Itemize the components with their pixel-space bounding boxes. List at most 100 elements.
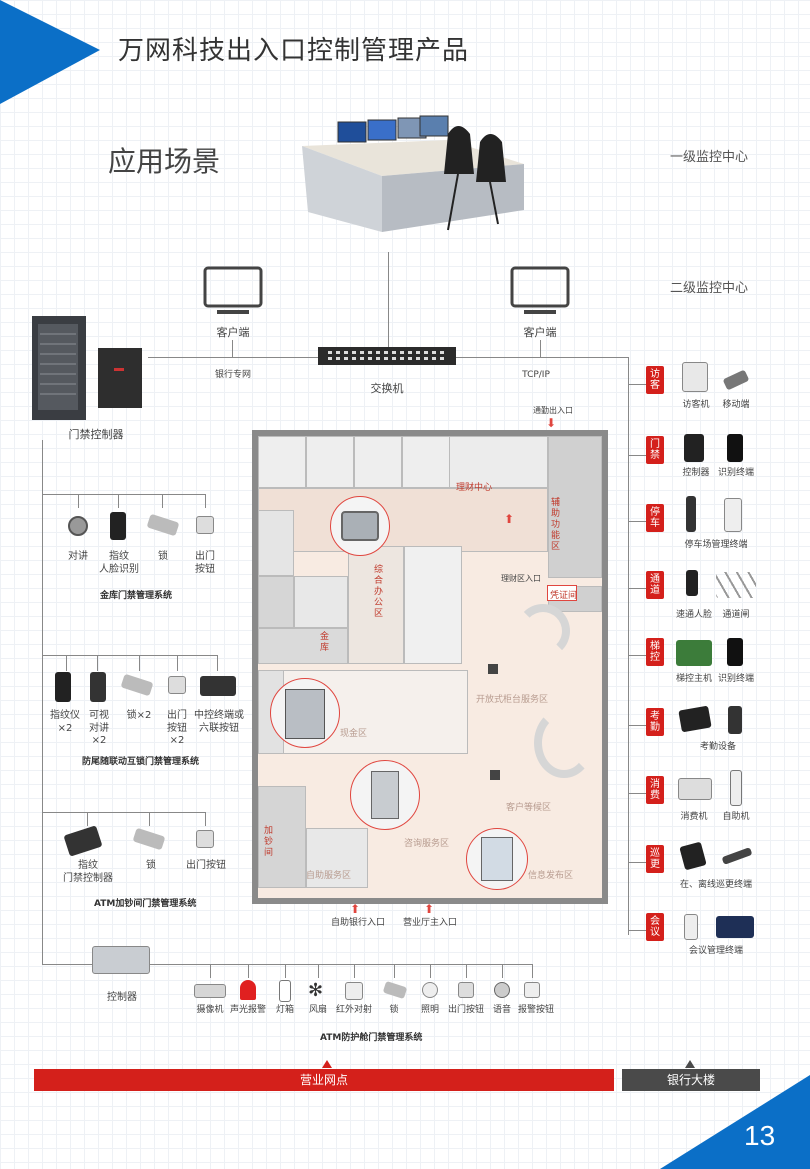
switch-device-icon [318,347,456,365]
atm-device-4: 风扇 [308,1005,327,1015]
atm-device-9: 语音 [492,1005,511,1015]
tab-consumption: 消费 [646,776,664,804]
tab-meeting: 会议 [646,913,664,941]
monitor-icon [203,266,263,314]
sys1-name: 金库门禁管理系统 [100,591,173,601]
tab-patrol: 巡更 [646,845,664,873]
entrance-wealth: 理财区入口 [501,574,541,583]
parking-terminal-icon [724,498,742,532]
door-controller-box-icon [98,348,142,408]
video-intercom-icon [90,672,106,702]
corner-triangle-top [0,0,100,104]
exit-button-icon [168,676,186,694]
self-service-kiosk-icon [730,770,742,806]
visitor-machine-icon [682,362,708,392]
visitor-device-1: 访客机 [682,400,710,410]
elevator-device-1: 梯控主机 [675,674,712,684]
monitor-icon [510,266,570,314]
attendance-device-1: 考勤设备 [699,742,736,752]
elevator-host-icon [676,640,712,666]
tab-visitor: 访客 [646,366,664,394]
intercom-icon [68,516,88,536]
zone-office: 综合办公区 [374,565,384,619]
exit-button-icon [196,830,214,848]
consumption-device-2: 自助机 [722,812,750,822]
passage-device-1: 速通人脸 [675,610,712,620]
bank-network-label: 银行专网 [214,370,251,380]
infrared-icon [345,982,363,1000]
atm-system-name: ATM防护舱门禁管理系统 [320,1033,423,1043]
sys3-name: ATM加钞间门禁管理系统 [94,899,197,909]
zone-vault: 金库 [320,632,330,653]
alarm-button-icon [524,982,540,998]
atm-device-5: 红外对射 [335,1005,372,1015]
vault-door-detail [330,496,390,556]
parking-pole-icon [686,496,696,532]
sys3-device-2: 锁 [146,860,156,871]
sys2-device-3: 锁×2 [126,710,152,721]
outlet-bar: 营业网点 [34,1069,614,1091]
lightbox-icon [279,980,291,1002]
attendance-terminal-icon [728,706,742,734]
visitor-device-2: 移动端 [722,400,750,410]
control-desk-illustration [302,115,524,232]
meeting-phone-icon [684,914,698,940]
consumption-machine-icon [678,778,712,800]
level1-label: 一级监控中心 [670,150,749,165]
speaker-icon [494,982,510,998]
voucher-room-box [547,585,577,601]
door-controller-label: 门禁控制器 [68,428,124,441]
client-left-label: 客户端 [216,326,250,339]
zone-self-service: 自助服务区 [306,871,352,881]
red-bar-pointer [322,1060,332,1068]
atm-device-1: 摄像机 [196,1005,224,1015]
atm-booth-detail [466,828,528,890]
door-detail [350,760,420,830]
zone-voucher: 凭证间 [550,591,578,601]
sys2-device-4: 出门 按钮 ×2 [167,710,187,746]
entrance-passage: 通勤出入口 [533,406,573,415]
booth-detail [270,678,340,748]
arrow-down-icon: ⬇ [546,416,557,430]
arrow-up-icon: ⬆ [350,902,361,916]
sys2-device-5: 中控终端或 六联按钮 [194,710,244,734]
fingerprint-face-device-icon [110,512,126,540]
consumption-device-1: 消费机 [680,812,708,822]
zone-wealth-center: 理财中心 [456,483,493,493]
parking-device-1: 停车场管理终端 [684,540,748,550]
zone-auxiliary: 辅助功能区 [551,498,561,552]
tab-access: 门禁 [646,436,664,464]
fan-icon: ✻ [308,980,324,1001]
controller-icon [684,434,704,462]
zone-cash: 现金区 [340,729,368,739]
meeting-terminal-icon [716,916,754,938]
entrance-hall: 营业厅主入口 [402,918,457,928]
atm-device-6: 锁 [389,1005,399,1015]
sys3-device-3: 出门按钮 [186,860,226,871]
tab-attendance: 考勤 [646,708,664,736]
sys1-device-3: 锁 [158,551,168,562]
zone-consult: 咨询服务区 [404,839,450,849]
tab-parking: 停车 [646,504,664,532]
sys2-device-2: 可视 对讲 ×2 [89,710,109,746]
tab-passage: 通道 [646,571,664,599]
camera-icon [194,984,226,998]
tab-elevator: 梯控 [646,638,664,666]
corner-triangle-bottom [660,1075,810,1169]
sys2-device-1: 指纹仪 ×2 [50,710,80,734]
zone-info: 信息发布区 [528,871,574,881]
bank-building-bar: 银行大楼 [622,1069,760,1091]
gray-bar-pointer [685,1060,695,1068]
patrol-device-1: 在、离线巡更终端 [679,880,752,890]
turnstile-icon [716,572,756,598]
passage-device-2: 通道闸 [722,610,750,620]
section-title: 应用场景 [108,145,221,178]
atm-controller-label: 控制器 [107,992,137,1003]
atm-device-7: 照明 [420,1005,439,1015]
recognition-terminal-icon [727,434,743,462]
atm-device-10: 报警按钮 [517,1005,554,1015]
switch-label: 交换机 [370,382,404,395]
server-rack-icon [32,316,86,420]
sys2-name: 防尾随联动互锁门禁管理系统 [82,757,200,767]
fast-face-icon [686,570,698,596]
